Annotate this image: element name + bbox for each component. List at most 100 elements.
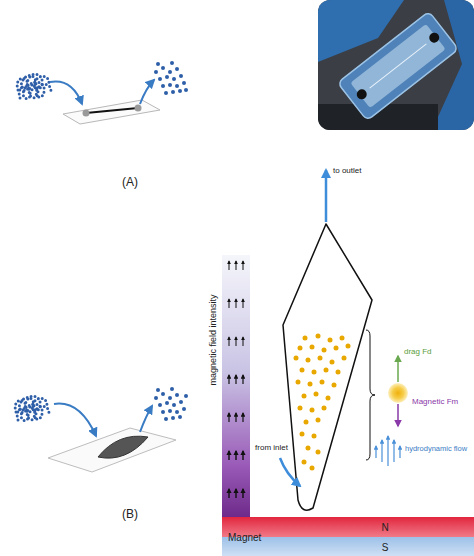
magnetic-force-arrow	[397, 404, 399, 426]
flow-arrows-part	[381, 440, 382, 462]
field-arrows-part	[228, 375, 229, 384]
device-photo-part-part	[355, 87, 369, 101]
captured-particles-part	[310, 345, 315, 350]
field-arrows-part	[228, 451, 229, 460]
chamber-outline	[283, 224, 372, 510]
captured-particles-part	[316, 418, 321, 423]
field-arrows-part	[242, 375, 243, 384]
magnet: MagnetNS	[222, 517, 474, 556]
field-arrows-part	[242, 413, 243, 422]
dispersed-particles-part	[171, 416, 175, 420]
captured-particles-part	[310, 466, 315, 471]
field-arrows	[229, 261, 243, 498]
captured-particles-part	[346, 344, 351, 349]
captured-particles-part	[312, 434, 317, 439]
force-label: drag Fd	[404, 348, 432, 357]
dispersed-particles-part	[165, 401, 169, 405]
captured-particles-part	[334, 346, 339, 351]
captured-particles-part	[340, 336, 345, 341]
captured-particles-part	[342, 356, 347, 361]
dispersed-particles	[154, 61, 188, 95]
separation-chamber	[98, 436, 148, 458]
flow-arrows-part	[393, 440, 394, 462]
panel-label: (A)	[122, 176, 138, 189]
dispersed-particles-part	[184, 394, 188, 398]
dispersed-particles-part	[168, 396, 172, 400]
flow-arrow	[140, 80, 154, 104]
field-arrows-part	[236, 299, 237, 308]
captured-particles-part	[306, 446, 311, 451]
particle-cluster-part	[17, 404, 49, 420]
dispersed-particles-part	[175, 410, 179, 414]
particle	[388, 383, 408, 403]
flow-arrow	[54, 404, 96, 436]
captured-particles-part	[316, 450, 321, 455]
field-arrows-part	[235, 451, 236, 460]
captured-particles-part	[336, 370, 341, 375]
force-label: Magnetic Fm	[412, 398, 458, 407]
field-arrows-part	[243, 337, 244, 346]
flow-arrows	[376, 436, 400, 466]
field-arrows-part	[243, 261, 244, 270]
device-photo-part-part	[350, 24, 445, 108]
captured-particles-part	[296, 380, 301, 385]
dispersed-particles-part	[179, 74, 183, 78]
dispersed-particles-part	[184, 88, 188, 92]
field-gradient	[222, 255, 250, 517]
field-arrows-part	[235, 375, 236, 384]
dispersed-particles-part	[164, 417, 168, 421]
captured-particles-part	[320, 380, 325, 385]
chip-slide	[48, 428, 176, 472]
panel-label: (B)	[122, 508, 138, 521]
captured-particles-part	[310, 408, 315, 413]
dispersed-particles-part	[178, 89, 182, 93]
captured-particles-part	[330, 360, 335, 365]
flow-arrows-part	[375, 446, 376, 458]
dispersed-particles	[154, 387, 188, 421]
captured-particles-part	[294, 356, 299, 361]
dispersed-particles-part	[170, 61, 174, 65]
captured-particles-part	[304, 420, 309, 425]
field-arrows-part	[228, 413, 229, 422]
field-arrows-part	[236, 261, 237, 270]
device-photo-part	[318, 0, 474, 130]
field-arrows-part	[236, 337, 237, 346]
dispersed-particles-part	[161, 84, 165, 88]
captured-particles-part	[300, 368, 305, 373]
dispersed-particles-part	[175, 393, 179, 397]
drag-force-arrow	[397, 356, 399, 382]
captured-particles-part	[308, 382, 313, 387]
captured-particles-part	[322, 406, 327, 411]
field-arrows-part	[235, 413, 236, 422]
panel-a-illustration	[17, 61, 188, 124]
captured-particles-part	[316, 334, 321, 339]
captured-particles	[294, 334, 351, 471]
flow-label: hydrodynamic flow	[405, 445, 467, 453]
captured-particles-part	[324, 368, 329, 373]
captured-particles-part	[318, 356, 323, 361]
captured-particles-part	[302, 394, 307, 399]
field-arrows-part	[235, 489, 236, 498]
particle-cluster	[17, 74, 51, 98]
captured-particles-part	[314, 392, 319, 397]
dispersed-particles-part	[175, 67, 179, 71]
device-photo-part-part	[427, 31, 441, 45]
field-arrows-part	[242, 489, 243, 498]
pole-label: S	[382, 541, 389, 552]
dispersed-particles-part	[164, 91, 168, 95]
field-arrows-part	[242, 451, 243, 460]
captured-particles-part	[328, 338, 333, 343]
device-photo	[318, 0, 474, 130]
captured-particles-part	[303, 336, 308, 341]
bracket	[366, 330, 375, 460]
particle-cluster-part	[19, 82, 51, 98]
inlet-arrow	[280, 458, 300, 486]
flow-arrows-part	[399, 446, 400, 458]
field-arrows-part	[228, 489, 229, 498]
channel	[86, 108, 138, 113]
dispersed-particles-part	[161, 410, 165, 414]
dispersed-particles-part	[154, 70, 158, 74]
